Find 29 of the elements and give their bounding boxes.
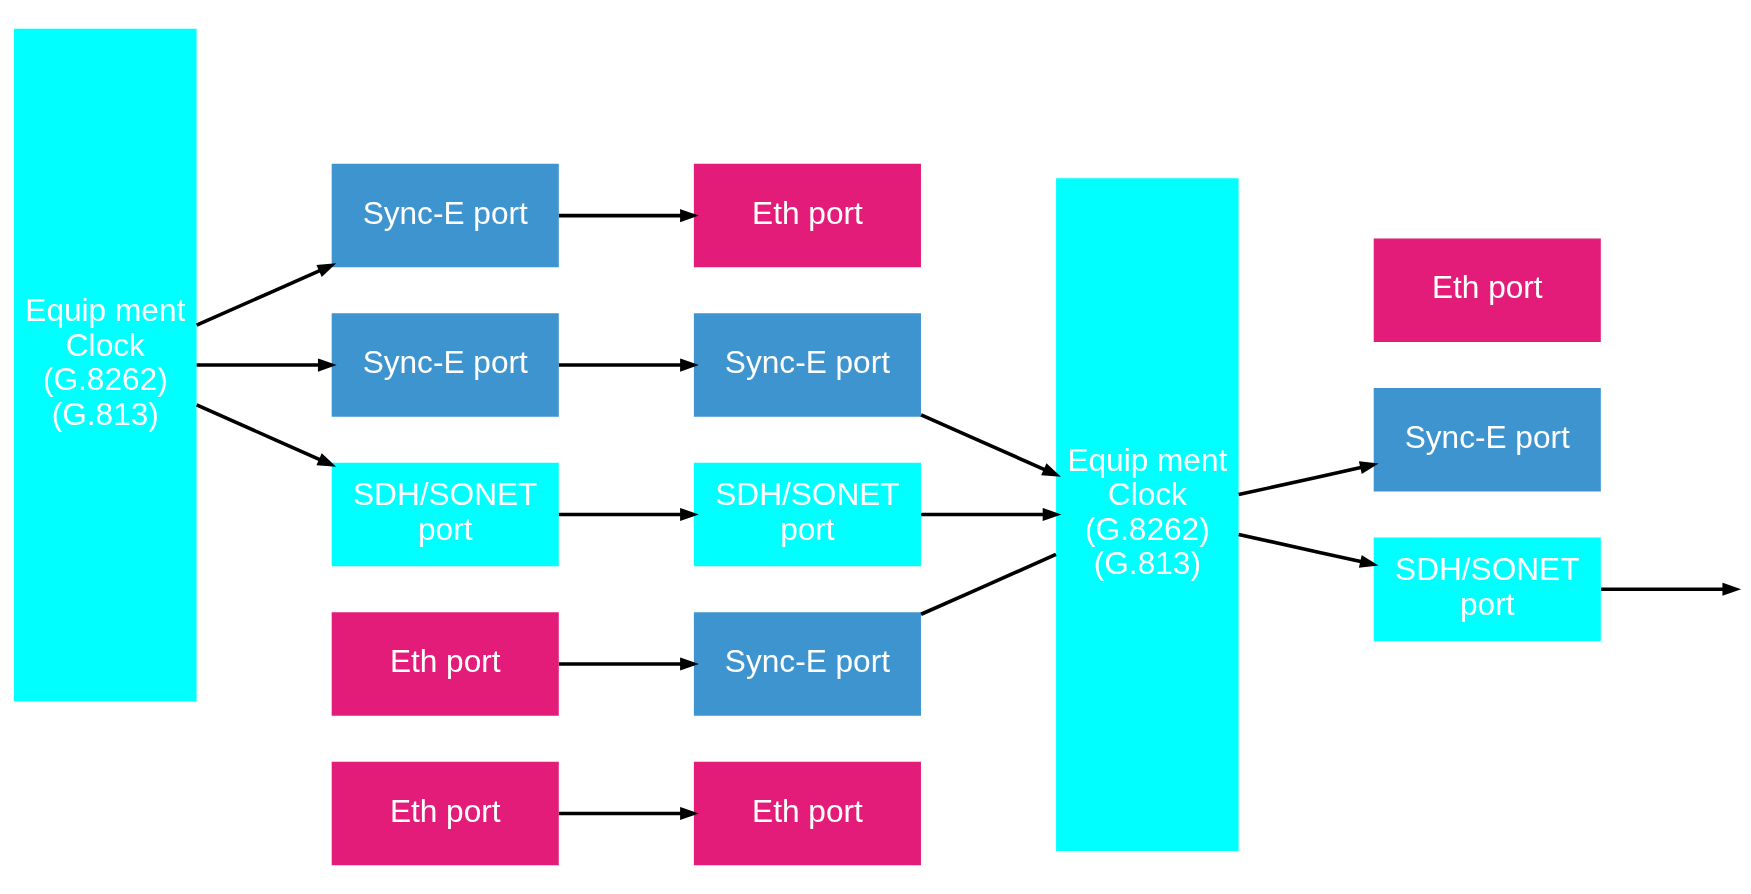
arrow <box>921 508 1062 522</box>
node-box: Equip ment Clock (G.8262) (G.813) <box>14 28 197 702</box>
arrow <box>196 358 337 372</box>
node-box: SDH/SONET port <box>1373 537 1601 642</box>
node-box: SDH/SONET port <box>331 462 559 567</box>
arrow <box>558 358 699 372</box>
node-box: Eth port <box>693 163 921 268</box>
arrow <box>558 806 699 821</box>
arrow <box>1238 532 1379 568</box>
node-box: Sync-E port <box>693 612 921 716</box>
node-box: SDH/SONET port <box>693 462 921 567</box>
node-box: Eth port <box>693 761 921 866</box>
node-box: Eth port <box>331 761 559 866</box>
arrow <box>558 209 699 223</box>
arrow <box>558 508 699 522</box>
node-box: Sync-E port <box>693 313 921 417</box>
arrow <box>558 657 699 671</box>
node-box: Equip ment Clock (G.8262) (G.813) <box>1056 178 1239 851</box>
node-box: Sync-E port <box>331 313 559 417</box>
node-box: Eth port <box>331 612 559 716</box>
arrow <box>195 403 337 467</box>
arrow <box>920 413 1061 477</box>
node-box: Sync-E port <box>1373 388 1601 492</box>
connector <box>920 552 1057 616</box>
node-box: Eth port <box>1373 238 1601 343</box>
arrow <box>195 263 337 327</box>
arrow <box>1238 461 1379 497</box>
node-box: Sync-E port <box>331 163 559 268</box>
arrow <box>1601 582 1742 596</box>
